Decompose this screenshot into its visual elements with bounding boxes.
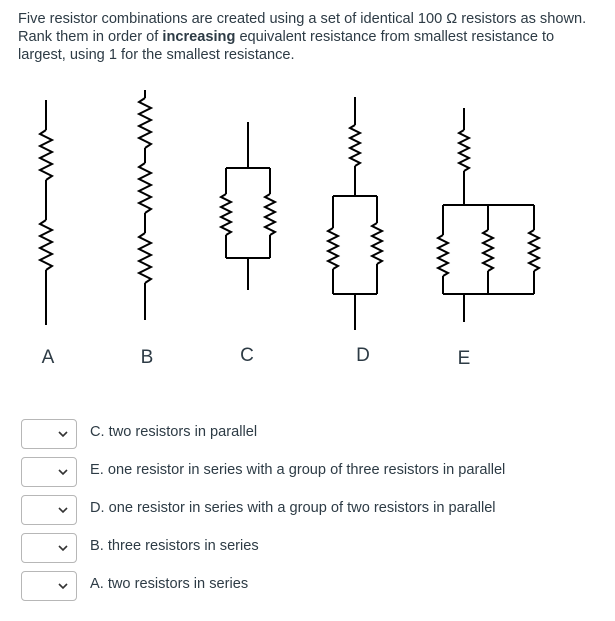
resistor-b3 xyxy=(136,232,154,284)
resistor-e3 xyxy=(480,229,496,272)
resistor-c2 xyxy=(262,193,278,236)
circuit-label-d: D xyxy=(356,345,370,366)
question-text-start: Five resistor combinations are created u… xyxy=(18,11,587,45)
resistor-c1 xyxy=(218,193,234,236)
circuit-c xyxy=(218,122,278,290)
rank-select-dropdown[interactable] xyxy=(21,419,77,449)
rank-row: B. three resistors in series xyxy=(21,533,581,565)
rank-row: E. one resistor in series with a group o… xyxy=(21,457,581,489)
resistor-a1 xyxy=(37,129,55,181)
circuit-a xyxy=(37,100,55,325)
chevron-down-icon xyxy=(58,583,68,590)
rank-select-dropdown[interactable] xyxy=(21,533,77,563)
resistor-b1 xyxy=(136,97,154,149)
circuit-label-b: B xyxy=(141,347,154,368)
resistor-d1 xyxy=(347,124,363,167)
resistor-e2 xyxy=(435,234,451,277)
circuit-e xyxy=(435,108,542,322)
chevron-down-icon xyxy=(58,545,68,552)
rank-row: C. two resistors in parallel xyxy=(21,419,581,451)
chevron-down-icon xyxy=(58,469,68,476)
resistor-diagrams: A B C D E xyxy=(0,80,615,380)
resistor-d2 xyxy=(325,227,341,270)
rank-row: A. two resistors in series xyxy=(21,571,581,603)
question-text: Five resistor combinations are created u… xyxy=(18,10,598,64)
chevron-down-icon xyxy=(58,431,68,438)
circuit-label-e: E xyxy=(458,348,471,369)
rank-item-label: C. two resistors in parallel xyxy=(90,424,258,440)
chevron-down-icon xyxy=(58,507,68,514)
rank-item-label: A. two resistors in series xyxy=(90,576,249,592)
resistor-a2 xyxy=(37,219,55,271)
rank-select-dropdown[interactable] xyxy=(21,457,77,487)
rank-select-dropdown[interactable] xyxy=(21,495,77,525)
resistor-b2 xyxy=(136,162,154,214)
circuit-d xyxy=(325,97,385,330)
resistor-e1 xyxy=(456,129,472,172)
rank-row: D. one resistor in series with a group o… xyxy=(21,495,581,527)
question-text-end: equivalent resistance from smallest resi… xyxy=(18,29,555,63)
rank-item-label: B. three resistors in series xyxy=(90,538,259,554)
resistor-d3 xyxy=(369,222,385,265)
resistor-e4 xyxy=(526,229,542,272)
question-emphasis: increasing xyxy=(162,29,236,45)
resistor-diagrams-svg: A B C D E xyxy=(37,90,542,369)
rank-select-dropdown[interactable] xyxy=(21,571,77,601)
rank-item-label: D. one resistor in series with a group o… xyxy=(90,500,496,516)
circuit-b xyxy=(136,90,154,320)
circuit-label-a: A xyxy=(42,347,55,368)
circuit-label-c: C xyxy=(240,345,254,366)
rank-item-label: E. one resistor in series with a group o… xyxy=(90,462,506,478)
